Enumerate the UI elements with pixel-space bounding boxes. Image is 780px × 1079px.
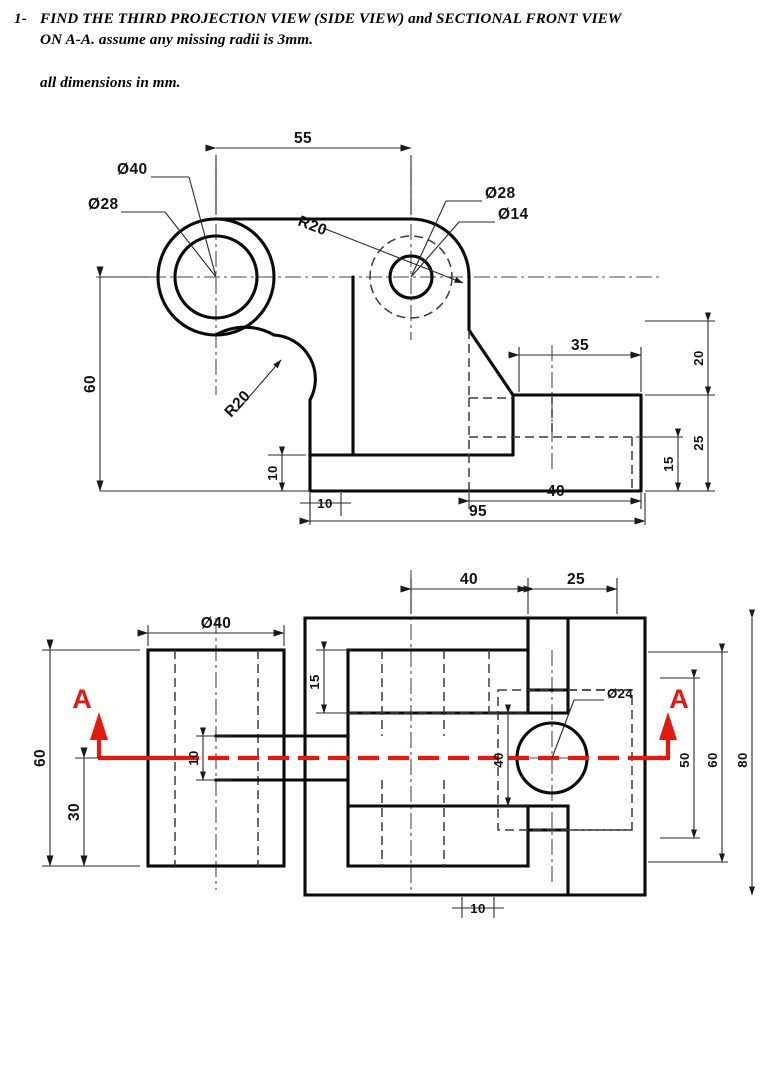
dim-text-20: 20 [691, 350, 706, 365]
b-dim-text-60: 60 [32, 749, 49, 767]
dim-text-R20-right: R20 [296, 213, 330, 239]
dim-text-55: 55 [294, 130, 312, 147]
right-boss-hidden-circle [369, 235, 453, 319]
dim-text-15: 15 [661, 456, 676, 471]
dim-text-40-horizontal: 40 [547, 483, 565, 500]
b-dim-text-15: 15 [307, 674, 322, 689]
dim-text-95: 95 [469, 503, 487, 520]
leader-d40-line [188, 176, 217, 278]
b-dim-text-10b: 10 [470, 901, 485, 916]
b-dim-text-50: 50 [677, 752, 692, 767]
section-arrow-right-head [659, 712, 677, 740]
b-dim-text-80: 80 [735, 752, 750, 767]
dim-text-10-vertical: 10 [265, 465, 280, 480]
b-dim-text-10: 10 [186, 750, 201, 765]
leader-R20-left [235, 359, 282, 413]
question-prompt: 1- FIND THE THIRD PROJECTION VIEW (SIDE V… [14, 8, 764, 93]
b-leader-d24-line [551, 699, 575, 759]
dim-text-35: 35 [571, 337, 589, 354]
b-dim-text-30: 30 [66, 803, 83, 821]
right-boss-outer-arc [409, 217, 471, 279]
leader-d14-line [410, 221, 460, 278]
b-dim-text-60r: 60 [705, 752, 720, 767]
dim-text-d28-right: Ø28 [485, 185, 516, 202]
left-boss-inner-circle [173, 234, 259, 320]
b-dim-text-d40: Ø40 [201, 615, 232, 632]
section-arrow-left-head [90, 712, 108, 740]
leader-d28r-line [410, 200, 447, 278]
b-dim-text-40: 40 [460, 571, 478, 588]
dim-text-d14: Ø14 [498, 206, 529, 223]
question-line-3: all dimensions in mm. [40, 74, 181, 91]
question-line-2: ON A-A. assume any missing radii is 3mm. [40, 31, 314, 48]
dim-text-d28-left: Ø28 [88, 196, 119, 213]
b-main-block-outline [303, 616, 647, 897]
fillet-R20-left [272, 333, 317, 402]
question-line-1: FIND THE THIRD PROJECTION VIEW (SIDE VIE… [40, 10, 622, 27]
b-dim-text-25: 25 [567, 571, 585, 588]
b-ear-top [526, 688, 570, 715]
b-ear-bottom [526, 804, 570, 832]
b-upper-step-outline [346, 648, 530, 715]
dim-text-25: 25 [691, 435, 706, 450]
section-label-right-A: A [669, 684, 689, 714]
right-slope-edge [467, 275, 515, 397]
leader-R20-right [322, 227, 464, 284]
section-label-left-A: A [72, 684, 92, 714]
bottom-view-group: A A 40 25 Ø40 60 30 [32, 570, 755, 918]
question-number: 1- [14, 10, 27, 27]
dim-text-d40: Ø40 [117, 161, 148, 178]
left-boss-lower-arc-stub [214, 325, 276, 337]
dim-text-10-horizontal: 10 [317, 496, 332, 511]
leader-d28l-line [164, 211, 217, 278]
dim-text-60: 60 [82, 375, 99, 393]
b-dim-text-40v: 40 [491, 752, 506, 767]
dim-text-R20-left: R20 [221, 387, 254, 420]
b-dim-text-d24: Ø24 [607, 686, 633, 701]
top-view-group: 55 Ø40 Ø28 R20 Ø28 Ø14 60 [82, 130, 715, 525]
right-boss-hole-circle [388, 254, 434, 300]
